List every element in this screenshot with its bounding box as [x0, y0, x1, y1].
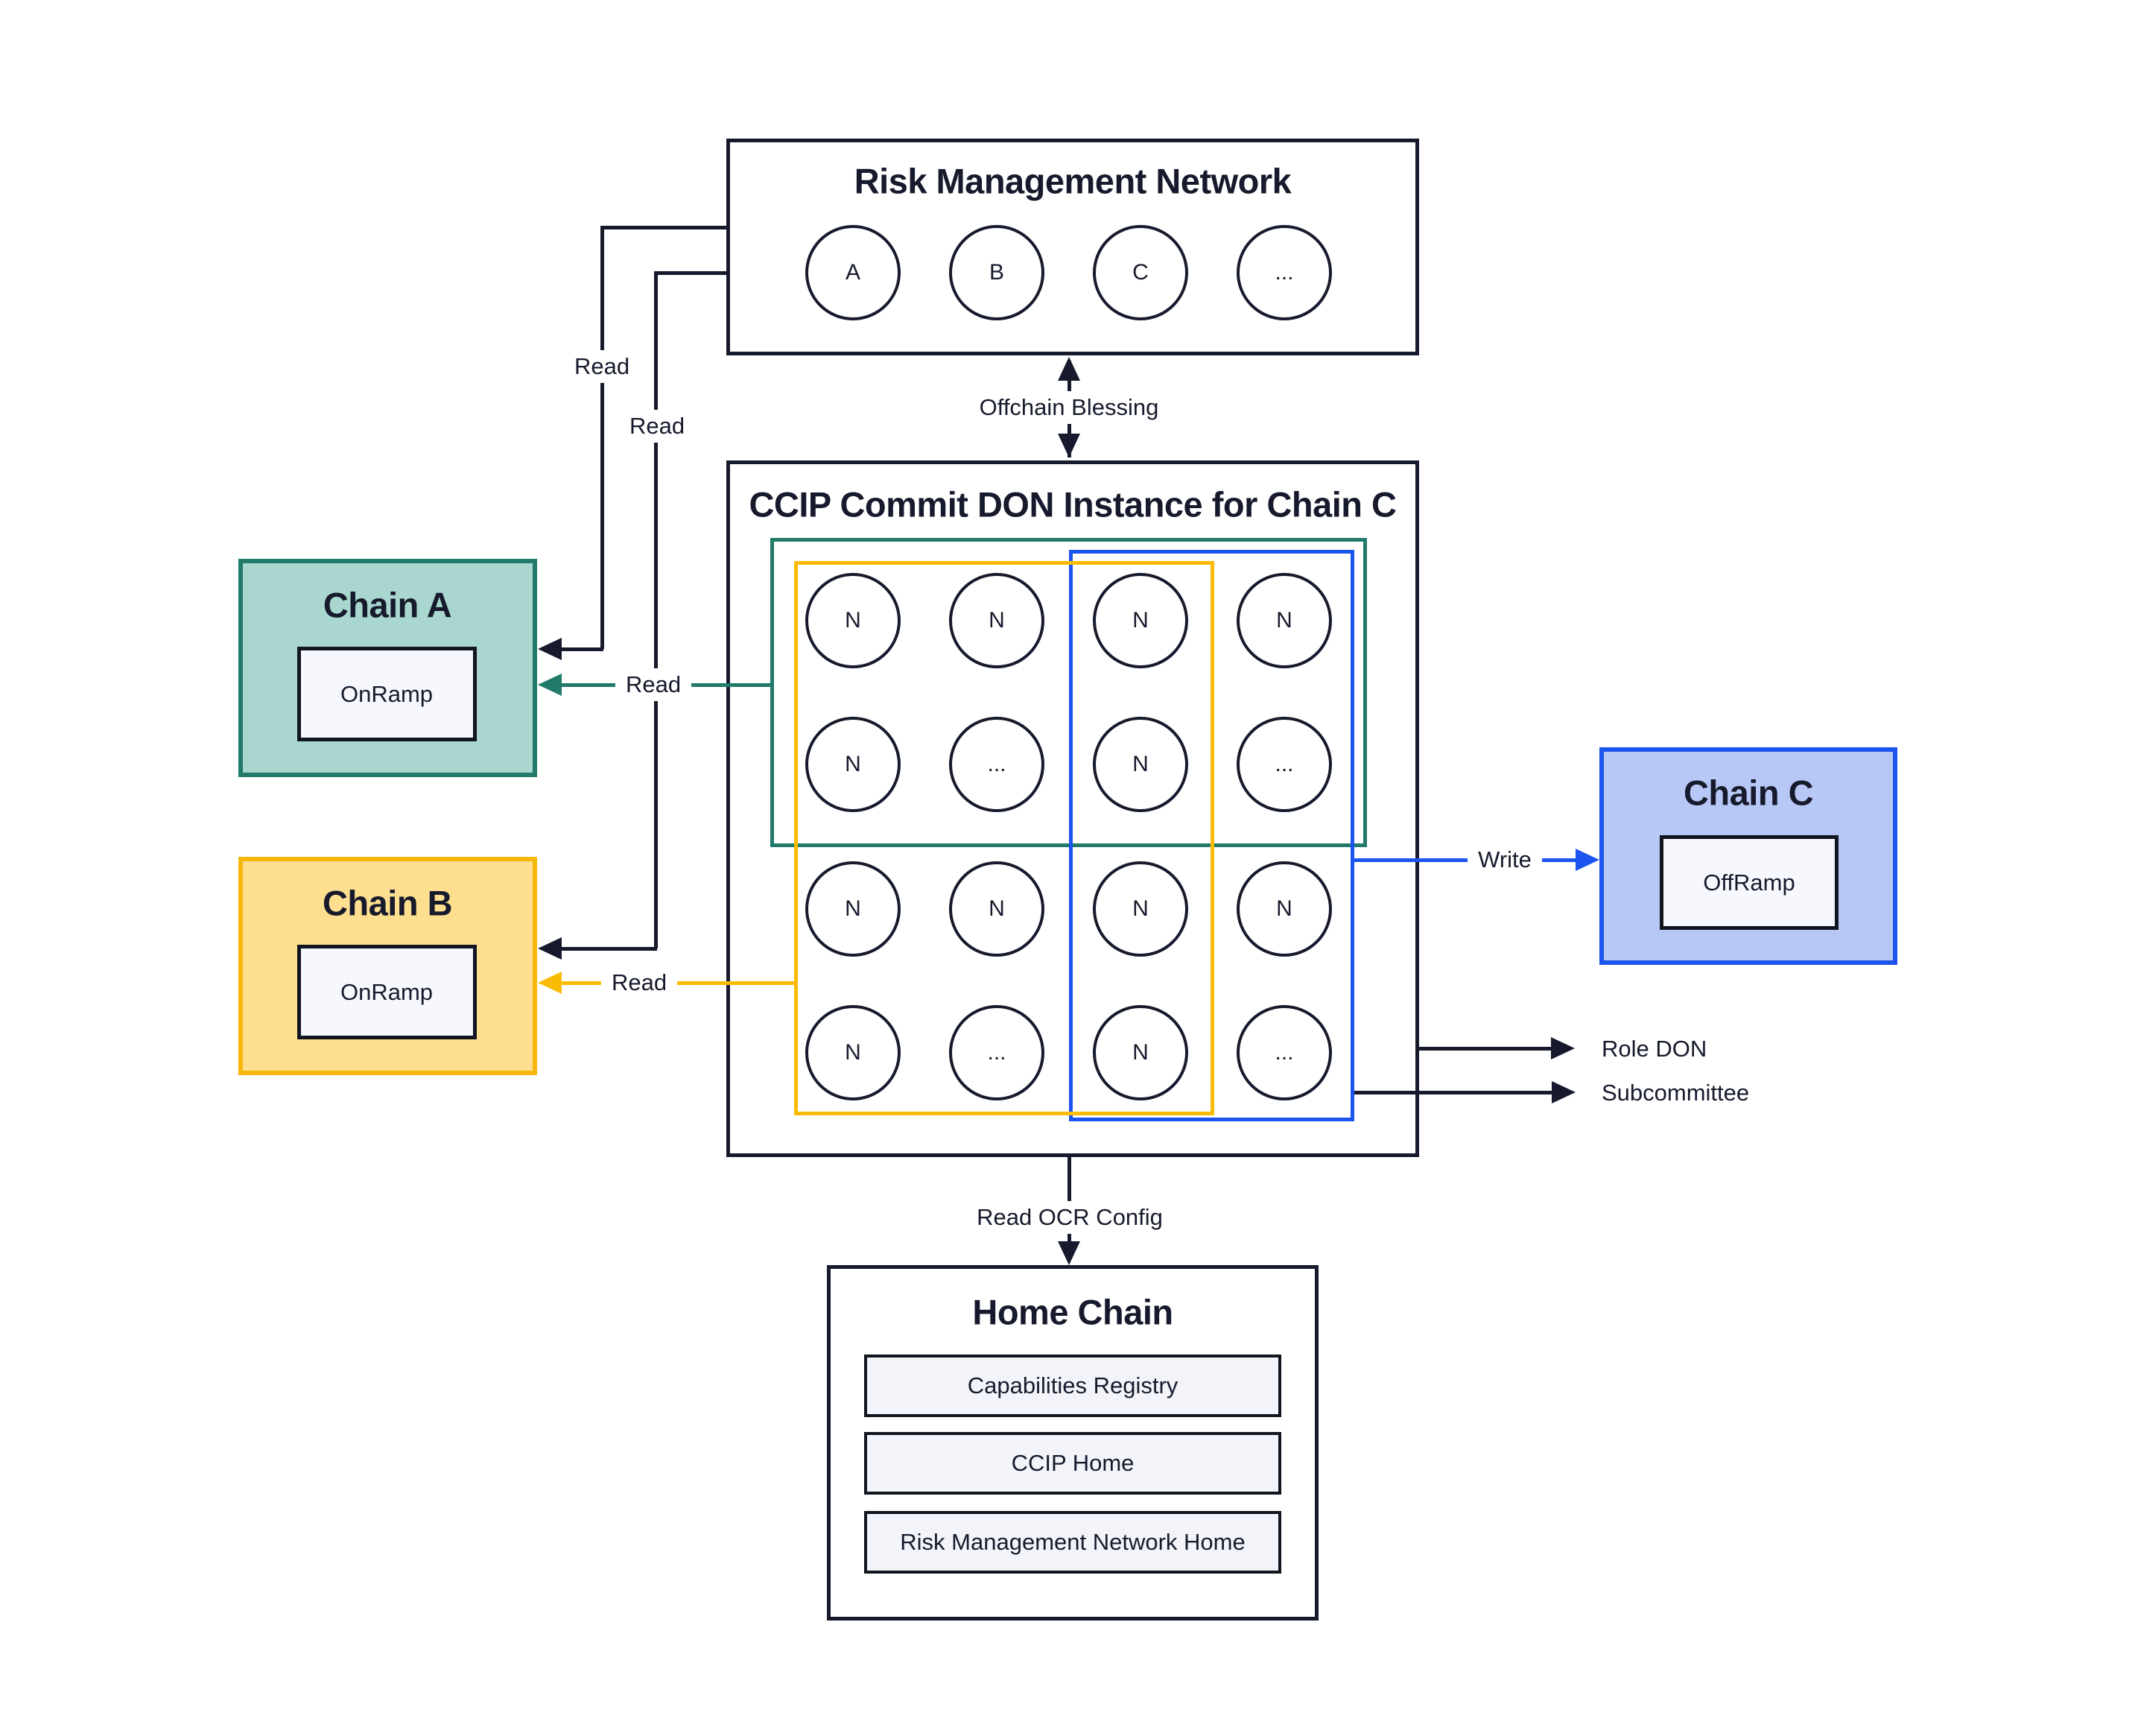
don-node-circle: ...: [1237, 1005, 1332, 1100]
read-label: Read: [618, 410, 696, 443]
subcommittee-label: Subcommittee: [1602, 1080, 1750, 1106]
don-node-label: N: [845, 1040, 861, 1065]
arrowhead-right-icon: [1552, 1081, 1576, 1103]
ccip-home-label: CCIP Home: [1011, 1450, 1135, 1476]
blue-committee-rect: [1069, 550, 1354, 1121]
rmn-home-label: Risk Management Network Home: [900, 1529, 1246, 1555]
don-node-label: ...: [987, 1040, 1006, 1065]
don-node-label: ...: [1275, 752, 1294, 776]
don-node-circle: N: [949, 573, 1044, 668]
don-node-circle: N: [1093, 573, 1188, 668]
don-node-circle: N: [1237, 573, 1332, 668]
don-node-label: ...: [1275, 1040, 1294, 1065]
rmn-node-label: C: [1132, 260, 1149, 285]
offchain-blessing-label: Offchain Blessing: [968, 391, 1170, 424]
don-node-label: N: [845, 896, 861, 921]
don-node-circle: ...: [1237, 717, 1332, 812]
arrowhead-right-icon: [1551, 1037, 1575, 1059]
read-line-rmn-to-b: [654, 271, 658, 948]
capabilities-registry-box: [864, 1355, 1281, 1417]
don-node-label: N: [1276, 608, 1292, 633]
don-node-circle: N: [1093, 1005, 1188, 1100]
write-label: Write: [1468, 843, 1542, 876]
don-node-label: N: [845, 608, 861, 633]
don-node-circle: N: [1237, 861, 1332, 957]
don-node-circle: N: [1093, 861, 1188, 957]
arrowhead-right-icon: [1576, 849, 1599, 871]
don-node-label: N: [1132, 896, 1149, 921]
role-don-label: Role DON: [1602, 1036, 1707, 1062]
rmn-node-circle: B: [949, 225, 1044, 320]
don-node-label: N: [1132, 1040, 1149, 1065]
chain-a-title: Chain A: [323, 585, 452, 625]
don-node-label: N: [845, 752, 861, 776]
read-label: Read: [563, 350, 641, 383]
onramp-b-label: OnRamp: [340, 979, 434, 1005]
don-node-circle: N: [805, 861, 901, 957]
arrowhead-left-icon: [538, 638, 562, 660]
don-node-circle: ...: [949, 1005, 1044, 1100]
don-node-circle: N: [805, 1005, 901, 1100]
rmn-node-circle: C: [1093, 225, 1188, 320]
don-node-label: N: [989, 608, 1005, 633]
don-node-circle: N: [1093, 717, 1188, 812]
teal-committee-rect: [770, 538, 1367, 847]
don-node-label: N: [1132, 752, 1149, 776]
offramp-box: [1660, 835, 1839, 930]
read-line-rmn-to-a: [559, 647, 603, 651]
rmn-node-label: A: [845, 260, 860, 285]
arrowhead-up-icon: [1058, 357, 1080, 381]
read-line-rmn-to-a: [600, 226, 730, 229]
arrowhead-left-icon: [538, 674, 562, 696]
arrowhead-left-icon: [538, 937, 562, 960]
onramp-a-box: [297, 647, 477, 741]
role-don-line: [1415, 1047, 1553, 1051]
don-node-label: N: [989, 896, 1005, 921]
don-node-label: N: [1132, 608, 1149, 633]
don-node-circle: ...: [949, 717, 1044, 812]
rmn-node-circle: ...: [1237, 225, 1332, 320]
ccip-don-title: CCIP Commit DON Instance for Chain C: [749, 484, 1397, 525]
rmn-home-box: [864, 1511, 1281, 1574]
read-line-rmn-to-b: [654, 271, 730, 275]
subcommittee-line: [1354, 1091, 1554, 1094]
arrowhead-down-icon: [1058, 1241, 1080, 1265]
rmn-title: Risk Management Network: [854, 161, 1292, 201]
arrowhead-left-icon: [538, 972, 562, 994]
capabilities-registry-label: Capabilities Registry: [967, 1372, 1178, 1398]
don-node-label: ...: [987, 752, 1006, 776]
read-line-rmn-to-a: [600, 226, 604, 649]
chain-c-title: Chain C: [1683, 773, 1814, 813]
rmn-node-circle: A: [805, 225, 901, 320]
home-chain-title: Home Chain: [972, 1292, 1173, 1332]
onramp-a-label: OnRamp: [340, 681, 434, 707]
arrowhead-down-icon: [1058, 434, 1080, 457]
read-line-rmn-to-b: [559, 947, 657, 951]
rmn-node-label: ...: [1275, 260, 1294, 285]
rmn-node-label: B: [989, 260, 1004, 285]
read-ocr-config-label: Read OCR Config: [966, 1201, 1173, 1234]
don-node-circle: N: [805, 717, 901, 812]
read-label: Read: [615, 668, 692, 701]
offramp-label: OffRamp: [1703, 869, 1795, 896]
write-line-don-to-c: [1354, 858, 1578, 862]
onramp-b-box: [297, 945, 477, 1039]
chain-b-title: Chain B: [322, 883, 453, 923]
ccip-home-box: [864, 1432, 1281, 1495]
don-node-circle: N: [949, 861, 1044, 957]
don-node-label: N: [1276, 896, 1292, 921]
yellow-committee-rect: [794, 561, 1214, 1115]
read-label: Read: [600, 966, 678, 999]
don-node-circle: N: [805, 573, 901, 668]
